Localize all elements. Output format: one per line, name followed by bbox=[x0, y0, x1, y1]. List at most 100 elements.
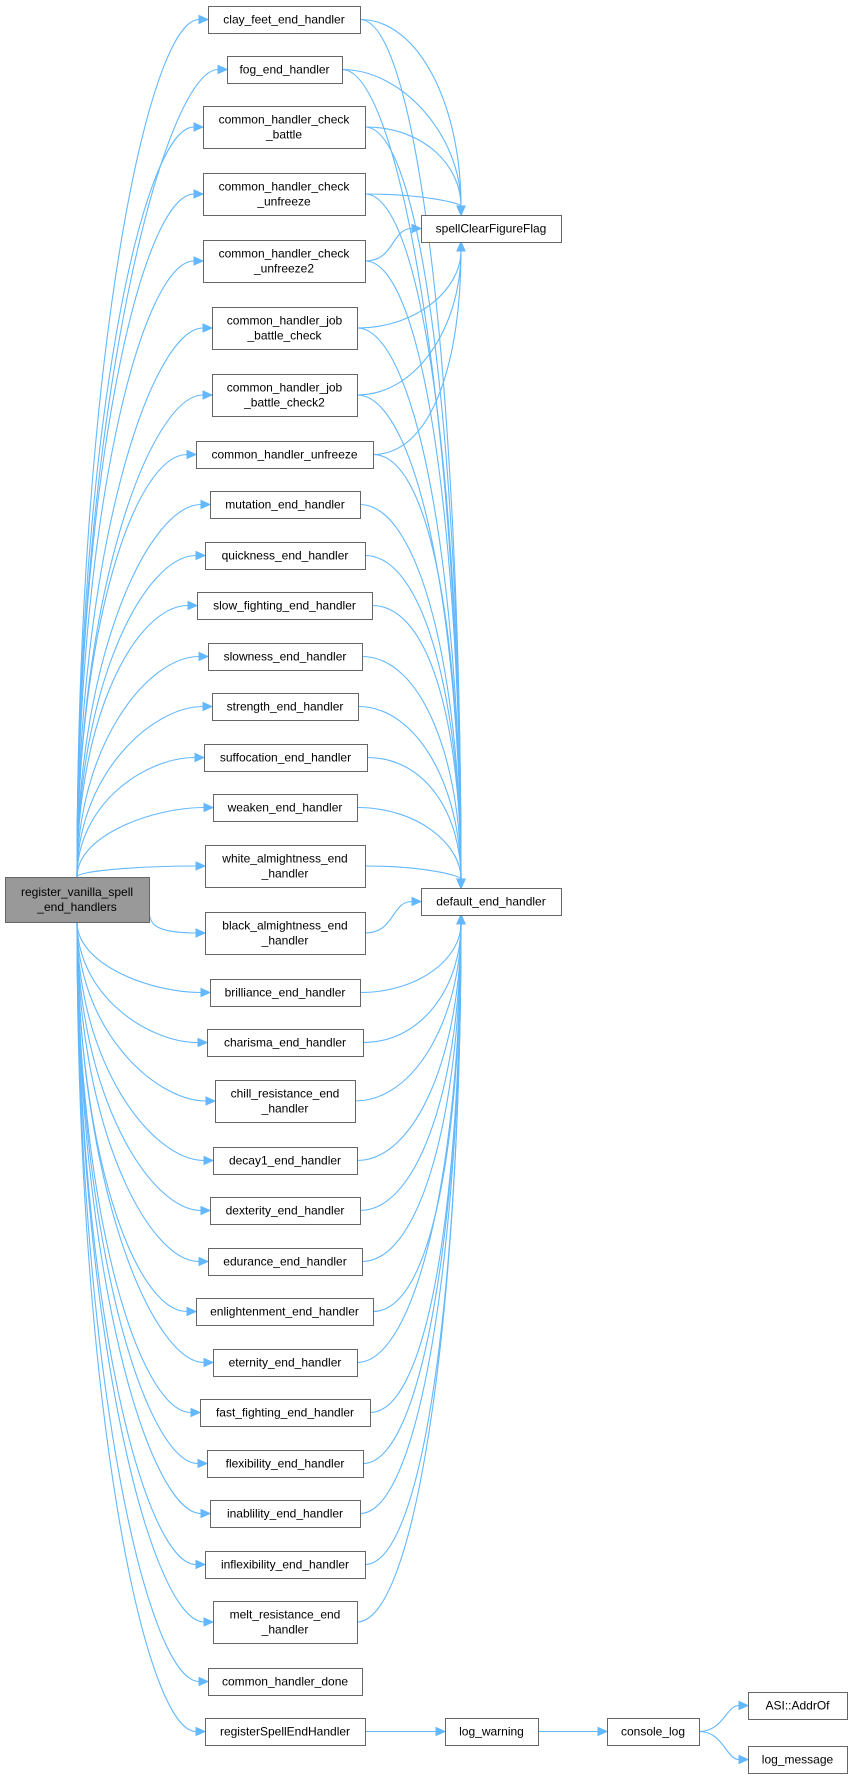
edge-arrowhead-reg-logw bbox=[435, 1726, 447, 1737]
node-clog[interactable]: console_log bbox=[607, 1718, 700, 1746]
node-cjb[interactable]: common_handler_job_battle_check bbox=[212, 307, 358, 350]
node-fastf[interactable]: fast_fighting_end_handler bbox=[200, 1399, 371, 1427]
node-deh[interactable]: default_end_handler bbox=[421, 888, 562, 916]
node-white[interactable]: white_almightness_end_handler bbox=[205, 845, 366, 888]
edge-dex-deh bbox=[359, 923, 462, 1212]
node-box bbox=[203, 173, 366, 216]
node-inab[interactable]: inablility_end_handler bbox=[210, 1500, 361, 1528]
node-brill[interactable]: brilliance_end_handler bbox=[210, 979, 361, 1007]
edge-root-chb bbox=[76, 126, 195, 878]
node-chu[interactable]: common_handler_check_unfreeze bbox=[203, 173, 366, 216]
node-enl[interactable]: enlightenment_end_handler bbox=[196, 1298, 374, 1326]
node-label: strength_end_handler bbox=[227, 700, 344, 714]
edge-cu-scff bbox=[372, 250, 462, 456]
node-logw[interactable]: log_warning bbox=[445, 1718, 539, 1746]
edge-weak-deh bbox=[356, 806, 462, 880]
node-label: enlightenment_end_handler bbox=[210, 1305, 359, 1319]
edge-slown-deh bbox=[361, 655, 462, 880]
node-label: registerSpellEndHandler bbox=[220, 1725, 350, 1739]
node-weak[interactable]: weaken_end_handler bbox=[213, 794, 358, 822]
edges-layer bbox=[76, 14, 750, 1765]
node-label: spellClearFigureFlag bbox=[436, 222, 547, 236]
edge-arrowhead-root-melt bbox=[203, 1617, 215, 1627]
node-box bbox=[213, 1147, 358, 1175]
node-asi[interactable]: ASI::AddrOf bbox=[748, 1692, 848, 1720]
node-fog[interactable]: fog_end_handler bbox=[227, 56, 343, 84]
node-chu2[interactable]: common_handler_check_unfreeze2 bbox=[203, 240, 366, 283]
node-decay[interactable]: decay1_end_handler bbox=[213, 1147, 358, 1175]
node-clay[interactable]: clay_feet_end_handler bbox=[208, 6, 361, 34]
node-label: slow_fighting_end_handler bbox=[213, 599, 356, 613]
node-logm[interactable]: log_message bbox=[748, 1746, 848, 1774]
node-mut[interactable]: mutation_end_handler bbox=[210, 491, 361, 519]
node-label: decay1_end_handler bbox=[229, 1154, 341, 1168]
edge-arrowhead-root-fastf bbox=[190, 1407, 202, 1418]
edge-fastf-deh bbox=[369, 923, 462, 1414]
edge-white-deh bbox=[364, 865, 462, 880]
node-box bbox=[208, 643, 363, 671]
node-label: _battle_check bbox=[246, 329, 322, 343]
edge-arrowhead-root-chb bbox=[193, 122, 205, 132]
node-box bbox=[212, 374, 358, 417]
node-reg[interactable]: registerSpellEndHandler bbox=[205, 1718, 366, 1746]
node-scff[interactable]: spellClearFigureFlag bbox=[421, 215, 562, 243]
node-chd[interactable]: common_handler_done bbox=[208, 1668, 363, 1696]
node-box bbox=[213, 1349, 358, 1377]
edge-root-ete bbox=[76, 921, 205, 1364]
node-box bbox=[213, 794, 358, 822]
node-black[interactable]: black_almightness_end_handler bbox=[205, 912, 366, 955]
node-chb[interactable]: common_handler_check_battle bbox=[203, 106, 366, 149]
node-box bbox=[203, 240, 366, 283]
node-suff[interactable]: suffocation_end_handler bbox=[204, 744, 368, 772]
edge-root-inflex bbox=[76, 921, 197, 1566]
edge-root-reg bbox=[76, 921, 197, 1733]
edge-arrowhead-root-brill bbox=[200, 987, 212, 998]
edge-str-deh bbox=[357, 705, 462, 880]
edge-arrowhead-root-black bbox=[195, 928, 207, 938]
node-box bbox=[207, 1450, 364, 1478]
edge-root-suff bbox=[76, 756, 196, 878]
edge-root-brill bbox=[76, 921, 202, 994]
edge-mut-deh bbox=[359, 503, 462, 880]
edge-root-chu2 bbox=[76, 260, 195, 878]
node-slown[interactable]: slowness_end_handler bbox=[208, 643, 363, 671]
node-inflex[interactable]: inflexibility_end_handler bbox=[205, 1551, 366, 1579]
node-char[interactable]: charisma_end_handler bbox=[207, 1029, 364, 1057]
edge-arrowhead-logw-clog bbox=[597, 1726, 609, 1737]
node-edu[interactable]: edurance_end_handler bbox=[208, 1248, 363, 1276]
edge-arrowhead-root-fog bbox=[217, 64, 229, 75]
node-dex[interactable]: dexterity_end_handler bbox=[210, 1197, 361, 1225]
edge-arrowhead-root-chu2 bbox=[193, 256, 205, 266]
node-box bbox=[210, 1197, 361, 1225]
edge-root-decay bbox=[76, 921, 205, 1162]
edge-arrowhead-root-cjb bbox=[202, 323, 214, 333]
node-label: white_almightness_end bbox=[221, 852, 347, 866]
node-cjb2[interactable]: common_handler_job_battle_check2 bbox=[212, 374, 358, 417]
edge-arrowhead-root-mut bbox=[200, 499, 212, 510]
edge-root-flex bbox=[76, 921, 199, 1465]
node-label: flexibility_end_handler bbox=[226, 1457, 345, 1471]
edge-root-inab bbox=[76, 921, 202, 1515]
edge-suff-deh bbox=[366, 756, 462, 880]
edge-arrowhead-root-white bbox=[195, 861, 207, 871]
node-label: common_handler_check bbox=[219, 113, 351, 127]
node-str[interactable]: strength_end_handler bbox=[212, 693, 359, 721]
node-label: common_handler_check bbox=[219, 180, 351, 194]
node-label: chill_resistance_end bbox=[231, 1087, 340, 1101]
node-slowf[interactable]: slow_fighting_end_handler bbox=[197, 592, 373, 620]
edge-cjb2-scff bbox=[356, 250, 462, 396]
node-quick[interactable]: quickness_end_handler bbox=[205, 542, 366, 570]
node-ete[interactable]: eternity_end_handler bbox=[213, 1349, 358, 1377]
node-box bbox=[208, 6, 361, 34]
edge-root-white bbox=[76, 865, 197, 878]
node-chill[interactable]: chill_resistance_end_handler bbox=[215, 1080, 356, 1123]
edge-arrowhead-clog-logm bbox=[738, 1754, 750, 1765]
node-label: log_message bbox=[762, 1753, 834, 1767]
node-cu[interactable]: common_handler_unfreeze bbox=[196, 441, 374, 469]
node-root[interactable]: register_vanilla_spell_end_handlers bbox=[5, 877, 150, 923]
node-melt[interactable]: melt_resistance_end_handler bbox=[213, 1601, 358, 1644]
node-label: black_almightness_end bbox=[222, 919, 347, 933]
node-flex[interactable]: flexibility_end_handler bbox=[207, 1450, 364, 1478]
node-box bbox=[210, 1500, 361, 1528]
edge-root-quick bbox=[76, 554, 197, 878]
